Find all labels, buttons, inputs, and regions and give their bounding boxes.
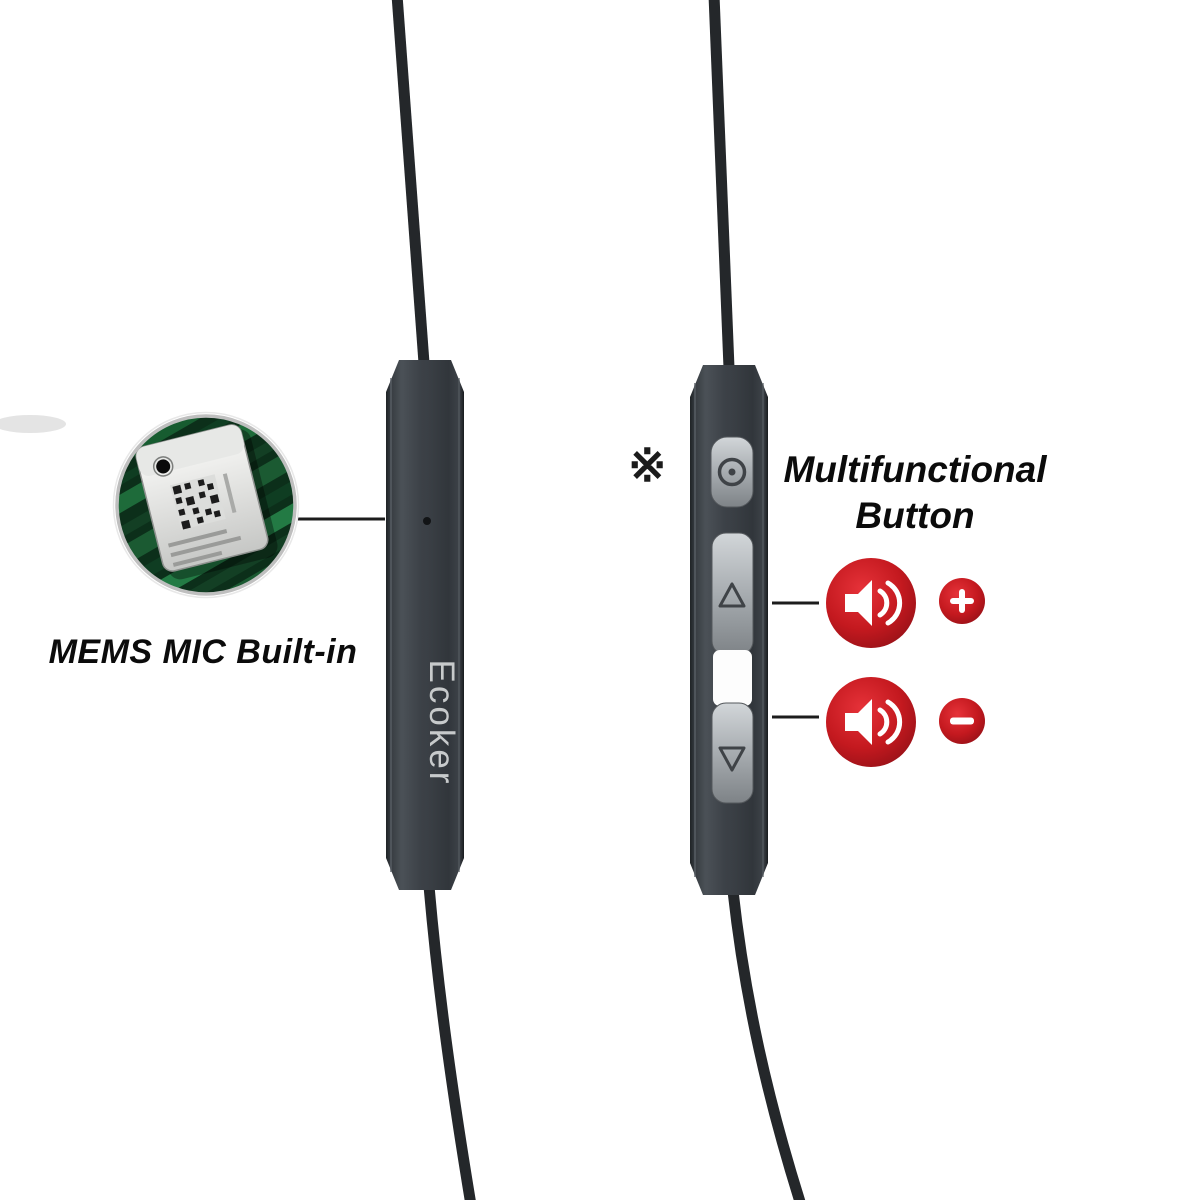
callout-circle-ring (115, 414, 297, 596)
speaker-sound-waves-icon (845, 580, 903, 626)
mems-chip (135, 424, 278, 580)
multifunctional-label-line2: Button (855, 495, 975, 537)
mic-hole (423, 517, 431, 525)
multifunctional-label-line1: Multifunctional (783, 449, 1047, 490)
right-remote-edge-highlight (694, 383, 696, 877)
brand-text: Ecoker (422, 660, 461, 787)
right-remote (690, 365, 768, 895)
chip-qr-code (169, 474, 226, 531)
speaker-sound-waves-icon (845, 699, 903, 745)
minus-icon (950, 717, 974, 725)
right-remote-cables (708, 0, 806, 1200)
right-cable-bottom (727, 890, 806, 1200)
reference-mark: ※ (628, 439, 667, 491)
mems-mic-macro-photo (112, 411, 300, 599)
left-cable-top (391, 0, 430, 364)
left-remote-body (386, 360, 464, 890)
volume-up-button (711, 532, 754, 656)
triangle-up-icon (718, 582, 746, 608)
mic-photo-content (117, 416, 295, 594)
callout-circle-outer-ring (112, 411, 300, 599)
left-remote-cables (391, 0, 476, 1200)
left-remote: Ecoker (386, 360, 464, 890)
multifunctional-button-label: Multifunctional Button (775, 447, 1055, 540)
right-cable-top (708, 0, 735, 369)
left-remote-edge-highlight-2 (458, 378, 460, 872)
right-remote-edge-highlight-2 (762, 383, 764, 877)
volume-down-speaker-badge (826, 677, 916, 767)
background-smudge (0, 415, 66, 433)
volume-rocker-spacer (713, 650, 752, 706)
left-cable-bottom (423, 885, 476, 1200)
plus-badge (939, 578, 985, 624)
mic-port-hole (156, 459, 171, 474)
triangle-down-icon (718, 746, 746, 772)
mems-mic-label: MEMS MIC Built-in (48, 633, 358, 671)
plus-icon (950, 589, 974, 613)
volume-down-button (711, 702, 754, 804)
minus-badge (939, 698, 985, 744)
chip-printed-text (168, 473, 242, 567)
volume-up-speaker-badge (826, 558, 916, 648)
circle-dot-icon (717, 457, 747, 487)
left-remote-edge-highlight (390, 378, 392, 872)
